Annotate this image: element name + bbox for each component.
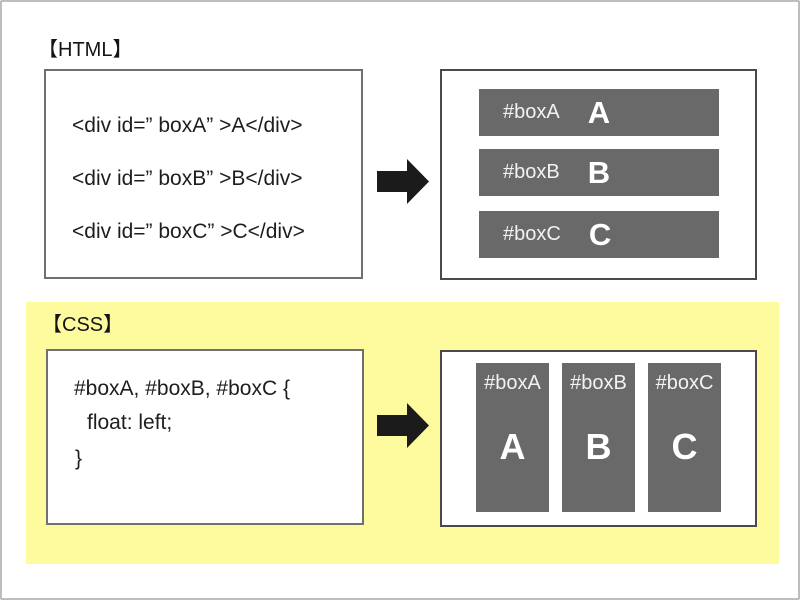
boxB-column-letter: B (585, 425, 612, 467)
boxC-row-letter: C (588, 216, 612, 252)
boxC-row-id-label: #boxC (503, 223, 561, 245)
boxA-column: #boxA A (476, 363, 549, 512)
html-code-box: <div id=” boxA” >A</div> <div id=” boxB”… (44, 69, 363, 279)
html-code-line-1: <div id=” boxA” >A</div> (72, 114, 303, 137)
arrow-right-icon (377, 403, 429, 448)
boxB-row-id-label: #boxB (503, 161, 560, 183)
css-result-box: #boxA A #boxB B #boxC C (440, 350, 757, 527)
boxB-row-letter: B (587, 154, 611, 190)
css-code-line-1: #boxA, #boxB, #boxC { (74, 377, 290, 400)
html-code-line-3: <div id=” boxC” >C</div> (72, 220, 305, 243)
boxB-column-id-label: #boxB (570, 372, 627, 394)
boxA-column-letter: A (499, 425, 526, 467)
boxA-row-letter: A (587, 94, 611, 130)
css-section-heading: 【CSS】 (42, 314, 124, 336)
boxC-column-letter: C (671, 425, 698, 467)
boxB-row: #boxB B (479, 149, 719, 196)
boxC-column-id-label: #boxC (655, 372, 714, 394)
boxC-row: #boxC C (479, 211, 719, 258)
html-code-line-2: <div id=” boxB” >B</div> (72, 167, 303, 190)
boxA-column-id-label: #boxA (484, 372, 541, 394)
arrow-right-icon (377, 159, 429, 204)
css-code-line-3: } (75, 447, 83, 470)
boxB-column: #boxB B (562, 363, 635, 512)
html-section-heading: 【HTML】 (38, 39, 133, 61)
css-code-line-2: float: left; (87, 411, 173, 434)
css-code-box: #boxA, #boxB, #boxC { float: left; } (46, 349, 364, 525)
html-result-box: #boxA A #boxB B #boxC C (440, 69, 757, 280)
boxC-column: #boxC C (648, 363, 721, 512)
boxA-row-id-label: #boxA (503, 101, 560, 123)
boxA-row: #boxA A (479, 89, 719, 136)
